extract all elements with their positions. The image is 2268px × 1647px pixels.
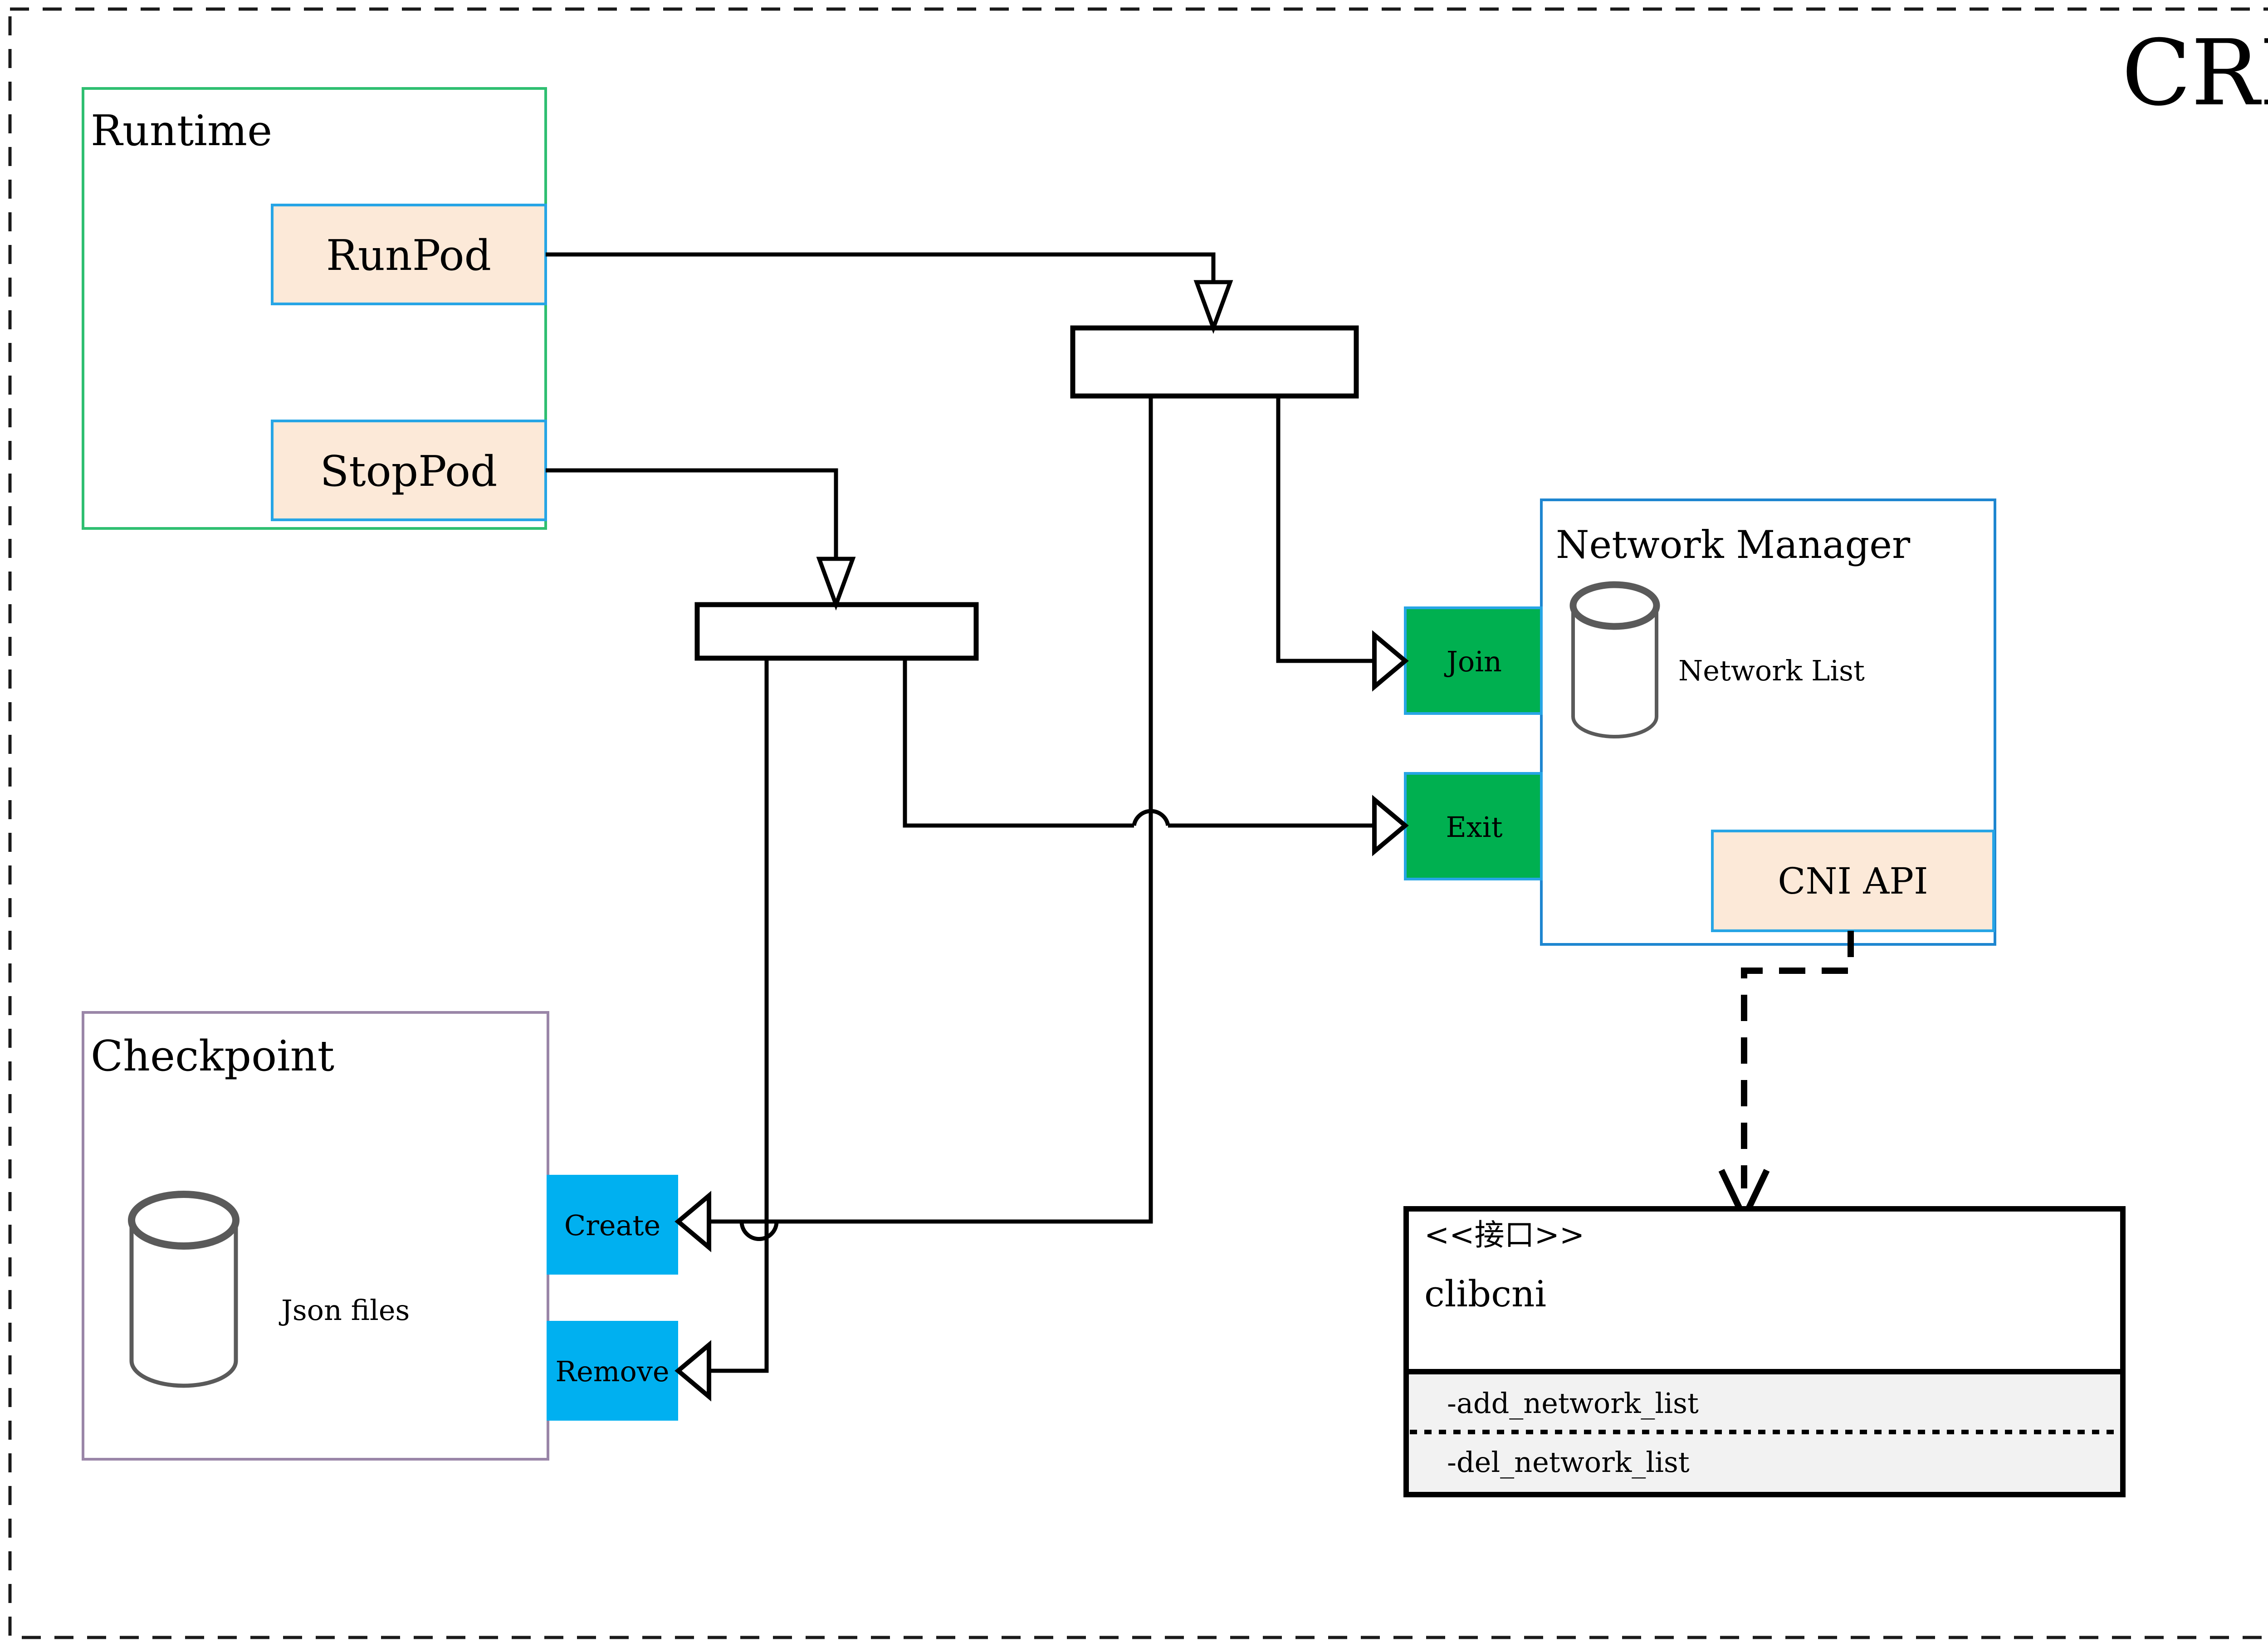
arrowhead-runpod-junction [1193, 280, 1233, 334]
arrowhead-create [675, 1191, 711, 1252]
outer-dashed-frame [8, 7, 2268, 1639]
exit-box[interactable] [1404, 772, 1543, 880]
clibcni-stereotype: <<接口>> [1424, 1217, 1584, 1252]
runtime-group-label: Runtime [91, 106, 272, 155]
line-hop-create-crossing [739, 1221, 779, 1241]
arrowhead-join [1372, 630, 1409, 692]
stoppod-junction-box [694, 602, 979, 661]
network-manager-group-box [1540, 498, 1996, 946]
connector-junction-to-join [1276, 396, 1374, 663]
clibcni-name: clibcni [1424, 1273, 1546, 1315]
remove-label: Remove [555, 1355, 669, 1388]
arrowhead-exit [1372, 795, 1409, 856]
line-hop-exit-crossing [1132, 809, 1170, 826]
json-files-label: Json files [279, 1294, 410, 1327]
cni-api-box[interactable] [1711, 830, 1995, 932]
runpod-box[interactable] [271, 204, 547, 305]
runpod-junction-box [1070, 325, 1359, 399]
connector-stoppod-to-junction [546, 468, 838, 591]
network-manager-label: Network Manager [1556, 523, 1911, 567]
json-files-cylinder-icon [128, 1191, 240, 1388]
join-label: Join [1444, 645, 1502, 678]
stoppod-box[interactable] [271, 420, 547, 521]
create-box[interactable] [547, 1175, 678, 1275]
stoppod-label: StopPod [320, 447, 498, 496]
checkpoint-group-label: Checkpoint [91, 1031, 334, 1080]
clibcni-method-del: -del_network_list [1447, 1446, 1690, 1479]
runpod-label: RunPod [326, 231, 491, 280]
network-list-label: Network List [1678, 654, 1865, 687]
connector-cniapi-to-clibcni [1741, 931, 1854, 1188]
runtime-group-box [82, 87, 547, 530]
remove-box[interactable] [547, 1321, 678, 1421]
arrowhead-remove [675, 1340, 711, 1402]
connector-lowjunction-to-exit [903, 658, 1134, 828]
clibcni-method-add: -add_network_list [1447, 1387, 1699, 1420]
network-list-cylinder-icon [1569, 581, 1660, 738]
exit-label: Exit [1446, 811, 1503, 844]
join-box[interactable] [1404, 606, 1543, 715]
connector-lowjunction-to-remove [699, 658, 769, 1373]
create-label: Create [564, 1209, 660, 1242]
arrowhead-stoppod-junction [816, 557, 856, 611]
cni-api-label: CNI API [1778, 860, 1928, 902]
diagram-title: CRI [2121, 20, 2268, 126]
